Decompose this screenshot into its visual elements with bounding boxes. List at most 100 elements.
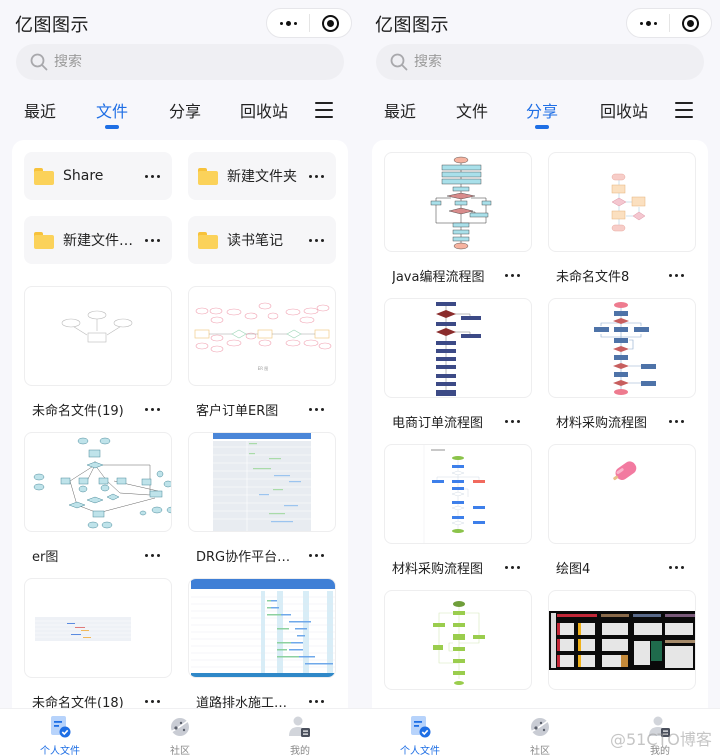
file-card[interactable]: DRG协作平台计划	[188, 432, 336, 578]
file-thumbnail[interactable]	[548, 590, 696, 690]
file-card[interactable]: 道路排水施工计划	[188, 578, 336, 720]
more-options-icon[interactable]	[307, 233, 326, 247]
file-thumbnail[interactable]	[24, 286, 172, 386]
bottom-nav: 个人文件 社区 我的	[360, 708, 720, 756]
more-options-icon[interactable]	[143, 694, 162, 708]
nav-profile[interactable]: 我的	[600, 709, 720, 756]
more-options-icon[interactable]	[503, 560, 522, 574]
file-card[interactable]: Java编程流程图	[384, 152, 532, 298]
search-bar[interactable]	[16, 44, 344, 80]
file-card[interactable]: 未命名文件8	[548, 152, 696, 298]
file-card[interactable]: er图	[24, 432, 172, 578]
menu-icon[interactable]	[315, 102, 333, 118]
search-bar[interactable]	[376, 44, 704, 80]
more-options-icon[interactable]	[143, 233, 162, 247]
file-card[interactable]	[548, 590, 696, 690]
planet-icon	[528, 715, 552, 739]
file-thumbnail[interactable]	[188, 432, 336, 532]
more-options-icon[interactable]	[143, 548, 162, 562]
more-dots-icon	[639, 20, 657, 26]
more-options-icon[interactable]	[143, 169, 162, 183]
file-name: 材料采购流程图	[556, 415, 648, 431]
more-options-icon[interactable]	[307, 402, 326, 416]
miniprogram-capsule	[266, 8, 352, 38]
file-thumbnail[interactable]	[384, 444, 532, 544]
app-title: 亿图图示	[375, 15, 449, 36]
file-name: 客户订单ER图	[196, 403, 279, 419]
folder-item[interactable]: 读书笔记	[188, 216, 336, 264]
file-thumbnail[interactable]	[188, 578, 336, 678]
more-button[interactable]	[627, 9, 669, 37]
target-circle-icon	[321, 14, 339, 32]
close-miniprogram-button[interactable]	[670, 9, 711, 37]
file-thumbnail[interactable]	[24, 578, 172, 678]
more-button[interactable]	[267, 9, 309, 37]
more-options-icon[interactable]	[307, 694, 326, 708]
tab-files[interactable]: 文件	[456, 102, 489, 121]
file-card[interactable]: 材料采购流程图	[384, 444, 532, 590]
more-options-icon[interactable]	[143, 402, 162, 416]
tab-shared[interactable]: 分享	[526, 98, 558, 122]
more-options-icon[interactable]	[503, 268, 522, 282]
nav-label: 个人文件	[400, 746, 440, 756]
tab-bar: 最近 文件 分享 回收站	[360, 92, 720, 132]
file-name: 材料采购流程图	[392, 561, 484, 577]
more-options-icon[interactable]	[307, 548, 326, 562]
capsule-divider	[309, 14, 310, 32]
file-name: 未命名文件8	[556, 269, 630, 285]
nav-label: 我的	[650, 746, 670, 756]
folder-item[interactable]: 新建文件夹	[188, 152, 336, 200]
screen-files: 亿图图示 最近 文件 分享 回收站 Share 新建文件夹	[0, 0, 360, 756]
file-thumbnail[interactable]	[548, 298, 696, 398]
file-card[interactable]: 电商订单流程图	[384, 298, 532, 444]
nav-label: 我的	[290, 746, 310, 756]
title-bar: 亿图图示	[0, 0, 360, 44]
tab-bar: 最近 文件 分享 回收站	[0, 92, 360, 132]
more-options-icon[interactable]	[503, 414, 522, 428]
search-input[interactable]	[54, 54, 314, 70]
file-card[interactable]: 绘图4	[548, 444, 696, 590]
file-card[interactable]: 未命名文件(19)	[24, 286, 172, 432]
file-thumbnail[interactable]	[384, 590, 532, 690]
miniprogram-capsule	[626, 8, 712, 38]
folder-item[interactable]: Share	[24, 152, 172, 200]
file-thumbnail[interactable]	[548, 152, 696, 252]
nav-personal-files[interactable]: 个人文件	[360, 709, 480, 756]
file-name: Java编程流程图	[392, 269, 485, 285]
nav-label: 个人文件	[40, 746, 80, 756]
file-card[interactable]: ER 图 客户订单ER图	[188, 286, 336, 432]
nav-label: 社区	[530, 746, 550, 756]
more-options-icon[interactable]	[667, 414, 686, 428]
nav-profile[interactable]: 我的	[240, 709, 360, 756]
folder-icon	[34, 231, 54, 249]
tab-recycle-bin[interactable]: 回收站	[600, 102, 649, 121]
tab-recent[interactable]: 最近	[384, 102, 417, 121]
file-thumbnail[interactable]: ER 图	[188, 286, 336, 386]
capsule-divider	[669, 14, 670, 32]
folder-icon	[198, 167, 218, 185]
planet-icon	[168, 715, 192, 739]
tab-shared[interactable]: 分享	[169, 102, 202, 121]
file-thumbnail[interactable]	[548, 444, 696, 544]
tab-recent[interactable]: 最近	[24, 102, 57, 121]
close-miniprogram-button[interactable]	[310, 9, 351, 37]
file-thumbnail[interactable]	[384, 152, 532, 252]
more-dots-icon	[279, 20, 297, 26]
file-thumbnail[interactable]	[24, 432, 172, 532]
profile-icon	[288, 715, 312, 739]
nav-community[interactable]: 社区	[120, 709, 240, 756]
nav-community[interactable]: 社区	[480, 709, 600, 756]
folder-item[interactable]: 新建文件夹(1)	[24, 216, 172, 264]
more-options-icon[interactable]	[307, 169, 326, 183]
file-thumbnail[interactable]	[384, 298, 532, 398]
more-options-icon[interactable]	[667, 268, 686, 282]
tab-recycle-bin[interactable]: 回收站	[240, 102, 289, 121]
file-card[interactable]	[384, 590, 532, 690]
menu-icon[interactable]	[675, 102, 693, 118]
file-card[interactable]: 材料采购流程图	[548, 298, 696, 444]
file-card[interactable]: 未命名文件(18)	[24, 578, 172, 720]
nav-personal-files[interactable]: 个人文件	[0, 709, 120, 756]
search-input[interactable]	[414, 54, 674, 70]
tab-files[interactable]: 文件	[96, 98, 128, 122]
more-options-icon[interactable]	[667, 560, 686, 574]
